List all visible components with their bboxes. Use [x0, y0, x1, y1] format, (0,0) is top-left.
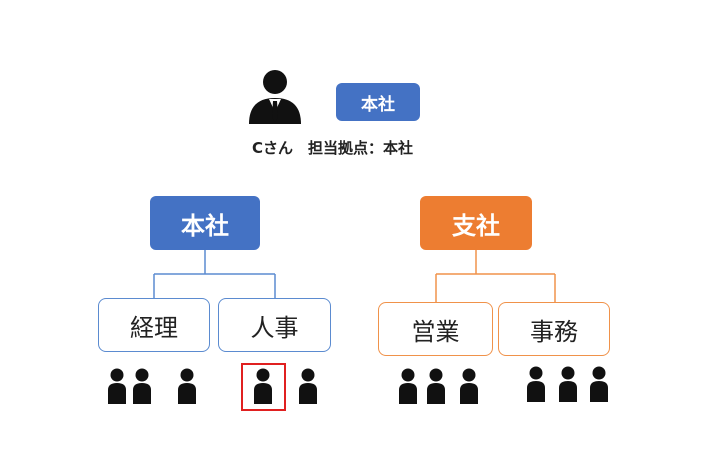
staff-person-icon: [558, 366, 578, 402]
staff-person-icon: [459, 368, 479, 404]
staff-person-icon: [177, 368, 197, 404]
location-badge: 本社: [336, 83, 420, 121]
staff-person-icon: [398, 368, 418, 404]
staff-person-icon: [253, 368, 273, 404]
staff-person-icon: [298, 368, 318, 404]
dept-sales: 営業: [378, 302, 493, 356]
staff-person-icon: [132, 368, 152, 404]
staff-person-icon: [526, 366, 546, 402]
staff-person-icon: [426, 368, 446, 404]
head-office-badge: 本社: [150, 196, 260, 250]
dept-accounting: 経理: [98, 298, 210, 352]
dept-office: 事務: [498, 302, 610, 356]
person-caption: Cさん 担当拠点：本社: [252, 139, 414, 157]
highlighted-staff-box: [241, 363, 286, 411]
staff-person-icon: [107, 368, 127, 404]
dept-hr: 人事: [218, 298, 331, 352]
person-icon: [249, 70, 301, 124]
branch-badge: 支社: [420, 196, 532, 250]
staff-person-icon: [589, 366, 609, 402]
